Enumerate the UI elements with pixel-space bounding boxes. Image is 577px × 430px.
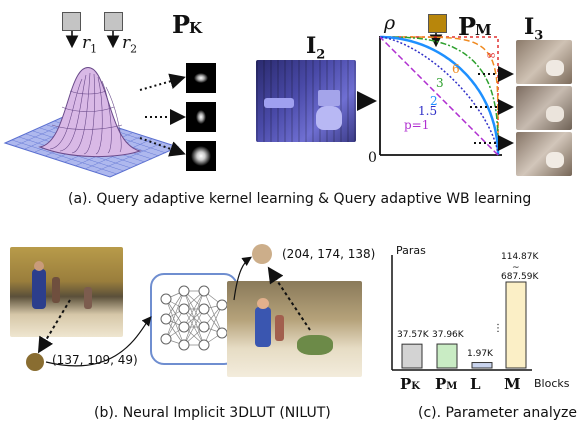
curve-label-5: p=1 — [404, 118, 430, 132]
peak-contours — [49, 72, 123, 155]
mlp-node — [160, 333, 172, 345]
m-range-label-2: 687.59K — [501, 272, 539, 282]
r1-label: r1 — [82, 33, 98, 56]
pm-label: PM — [458, 12, 492, 41]
mlp-node — [198, 339, 210, 351]
pk-label: PK — [172, 10, 202, 39]
rho-label: ρ — [384, 12, 396, 34]
mlp-node — [178, 285, 190, 297]
curve-5 — [379, 36, 499, 156]
mlp-diagram — [160, 285, 228, 351]
kernel-thumb-1 — [186, 63, 216, 93]
output-rgb-label: (204, 174, 138) — [282, 247, 376, 261]
input-image-i2 — [256, 60, 356, 142]
mlp-node — [198, 285, 210, 297]
caption-a: (a). Query adaptive kernel learning & Qu… — [68, 191, 532, 207]
category-label-pm: PM — [435, 375, 458, 393]
input-photo — [10, 247, 123, 337]
mlp-node — [178, 321, 190, 333]
value-label-pk: 37.57K — [397, 330, 429, 341]
output-color-dot — [252, 244, 272, 264]
mlp-node — [160, 313, 172, 325]
i2-label: I2 — [306, 33, 326, 63]
curve-label-4: 1.5 — [418, 104, 438, 118]
curve-3 — [380, 35, 500, 155]
output-thumb-2 — [516, 86, 572, 130]
query-box-r1 — [62, 12, 81, 31]
bar-l — [471, 362, 493, 369]
x-axis-label: Blocks — [534, 377, 570, 390]
curve-1 — [380, 36, 499, 155]
curve-label-2: 3 — [436, 76, 444, 90]
category-label-l: L — [470, 375, 481, 393]
output-thumb-1 — [516, 40, 572, 84]
bar-pm — [436, 343, 458, 369]
category-label-pk: PK — [400, 375, 420, 393]
origin-label: 0 — [368, 150, 377, 166]
value-label-l: 1.97K — [467, 348, 493, 359]
m-range-label-0: 114.87K — [501, 252, 539, 262]
bar-m — [505, 281, 527, 369]
category-label-m: M — [504, 375, 521, 393]
query-box-r2 — [104, 12, 123, 31]
i3-label: I3 — [524, 14, 544, 44]
mlp-node — [198, 321, 210, 333]
mlp-node — [198, 303, 210, 315]
output-thumb-3 — [516, 132, 572, 176]
m-range-label-1: ~ — [512, 263, 520, 273]
ellipsis-mark: ⋮ — [493, 323, 503, 334]
curve-label-0: ∞ — [486, 48, 496, 62]
mlp-node — [178, 303, 190, 315]
y-axis-label: Paras — [396, 244, 426, 257]
bar-pk — [401, 343, 423, 369]
curve-4 — [379, 36, 499, 156]
value-label-pm: 37.96K — [432, 330, 464, 341]
r2-label: r2 — [122, 33, 138, 56]
mlp-node — [178, 339, 190, 351]
curve-label-1: 6 — [452, 62, 460, 76]
gaussian-surface-plot — [3, 67, 180, 178]
input-rgb-label: (137, 109, 49) — [52, 353, 138, 367]
prior-color-box — [428, 14, 447, 33]
kernel-thumb-2 — [186, 102, 216, 132]
input-color-dot — [26, 353, 44, 371]
caption-b: (b). Neural Implicit 3DLUT (NILUT) — [94, 405, 331, 421]
output-photo — [227, 281, 362, 377]
mlp-node — [160, 293, 172, 305]
kernel-thumb-3 — [186, 141, 216, 171]
caption-c: (c). Parameter analyze — [418, 405, 577, 421]
curve-label-3: 2 — [430, 94, 438, 108]
